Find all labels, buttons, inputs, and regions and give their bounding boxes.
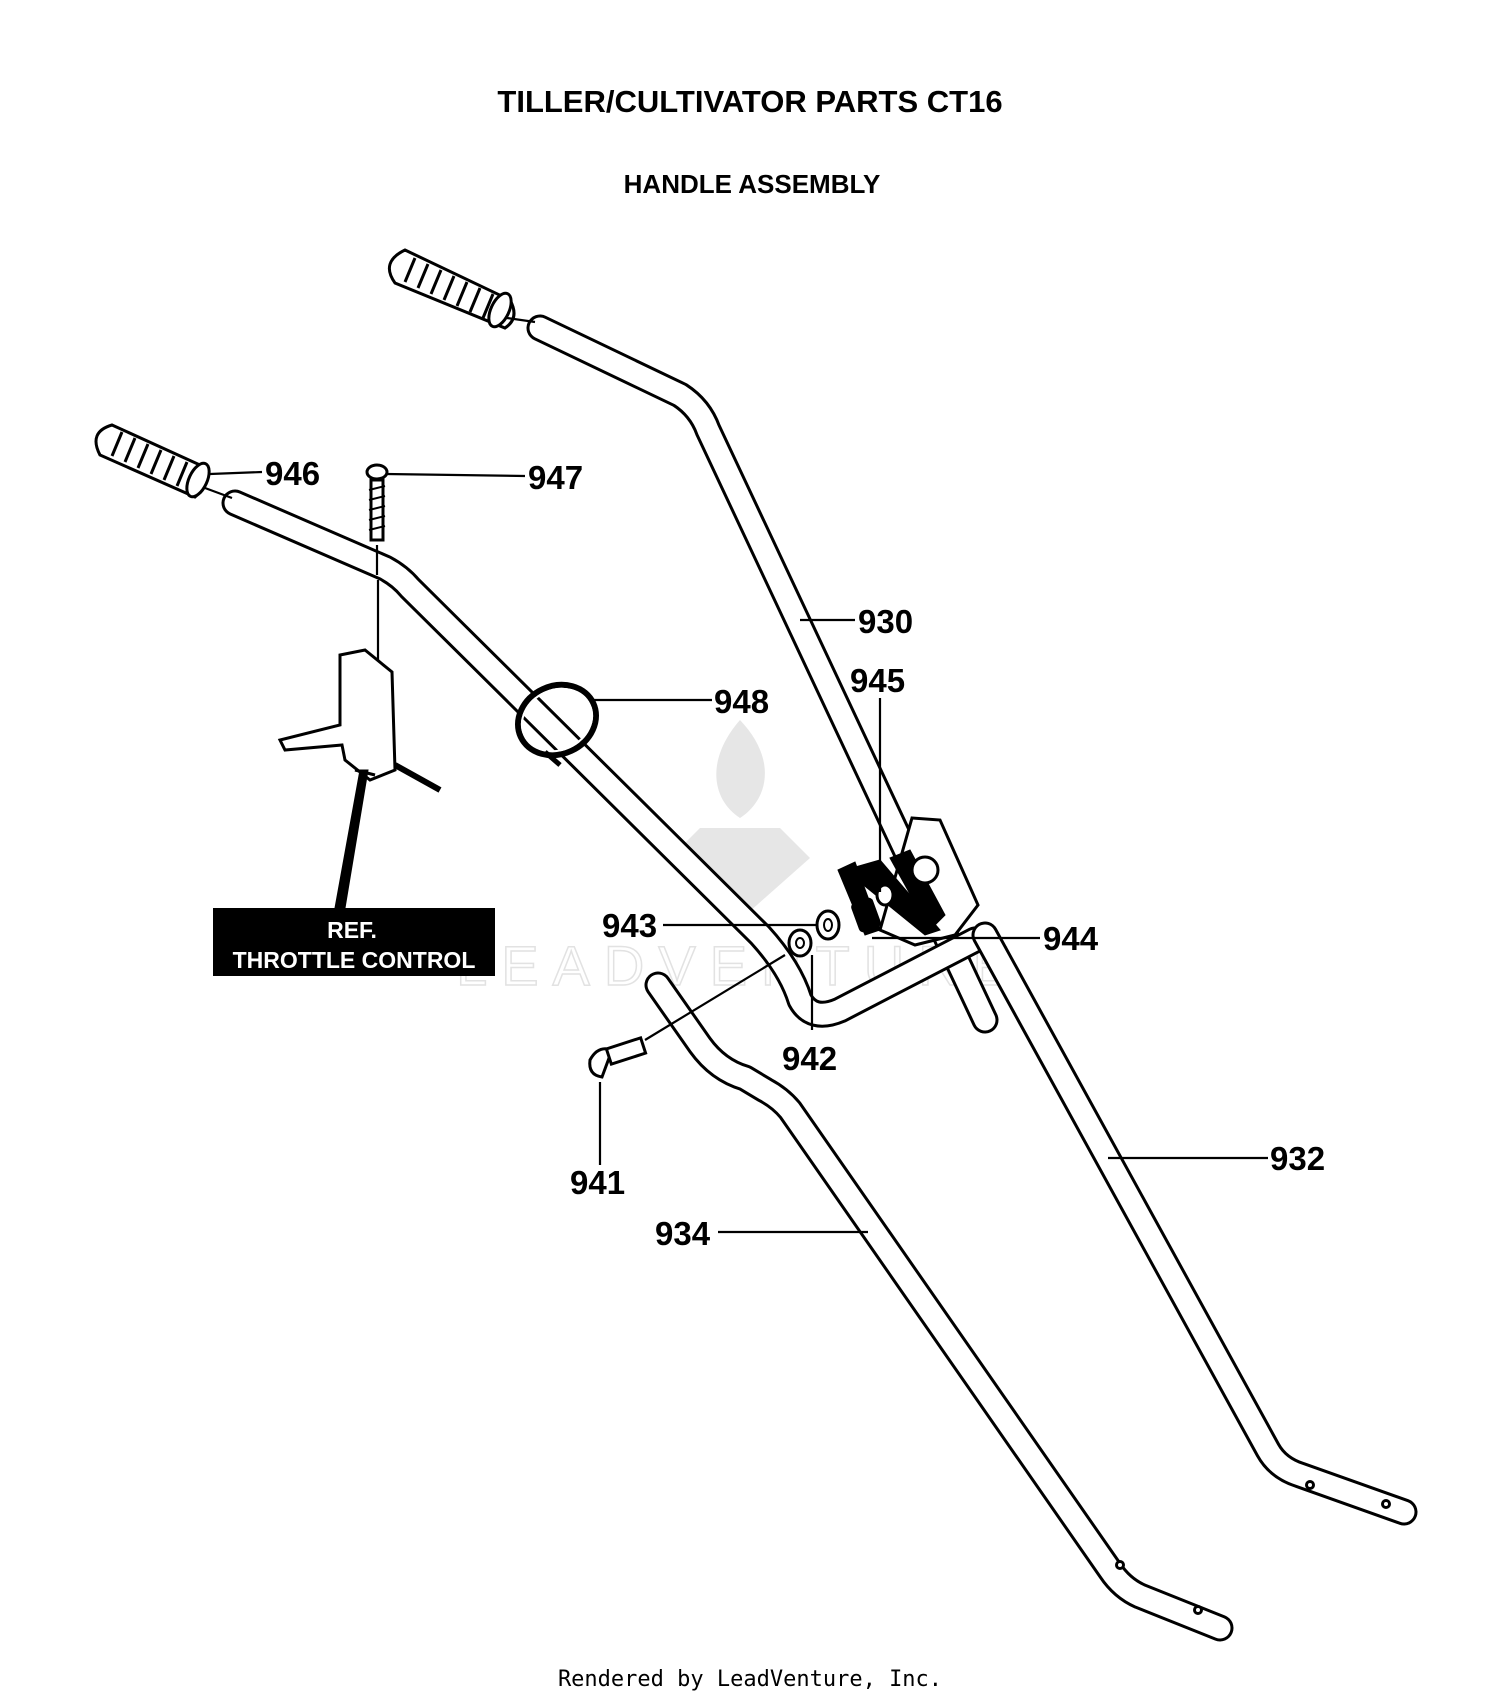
footer-credit: Rendered by LeadVenture, Inc.: [558, 1667, 942, 1692]
callout-947: 947: [528, 459, 583, 496]
callout-945: 945: [850, 662, 905, 699]
throttle-control-label: THROTTLE CONTROL: [233, 947, 476, 973]
hand-grip-lower-icon: [94, 423, 211, 499]
grip-to-tube-line: [506, 316, 536, 324]
diagram-subtitle: HANDLE ASSEMBLY: [624, 169, 881, 199]
screw-947-icon: [365, 463, 389, 575]
callout-942: 942: [782, 1040, 837, 1077]
handle-clip-948-icon: [515, 681, 599, 767]
lower-tube-934: [644, 971, 1234, 1642]
ref-label: REF.: [327, 917, 377, 943]
callout-labels: 946 947 930 945 948 943 944 942 932 941 …: [265, 455, 1325, 1252]
callout-943: 943: [602, 907, 657, 944]
leader-lines: [209, 470, 1268, 1234]
diagram-title: TILLER/CULTIVATOR PARTS CT16: [497, 84, 1002, 119]
handle-tube-948: [221, 489, 989, 1028]
callout-932: 932: [1270, 1140, 1325, 1177]
washer-943-icon: [815, 909, 841, 941]
callout-948: 948: [714, 683, 769, 720]
callout-934: 934: [655, 1215, 711, 1252]
tube-holes: [1115, 1480, 1391, 1615]
hand-grip-upper-icon: [387, 248, 516, 330]
ref-throttle-control-box: REF. THROTTLE CONTROL: [213, 908, 495, 976]
grip-to-tube-line-lower: [204, 486, 233, 500]
carriage-bolt-941-icon: [588, 954, 786, 1079]
knob-944-icon: [837, 861, 881, 936]
ref-leader-icon: [334, 769, 369, 909]
callout-944: 944: [1043, 920, 1099, 957]
lower-tube-932: [971, 921, 1418, 1526]
callout-941: 941: [570, 1164, 625, 1201]
callout-930: 930: [858, 603, 913, 640]
callout-946: 946: [265, 455, 320, 492]
watermark-flame-logo: [670, 720, 810, 920]
throttle-control-icon: [277, 580, 442, 793]
nut-942-icon: [787, 928, 813, 958]
handle-tube-930: [526, 314, 999, 1034]
